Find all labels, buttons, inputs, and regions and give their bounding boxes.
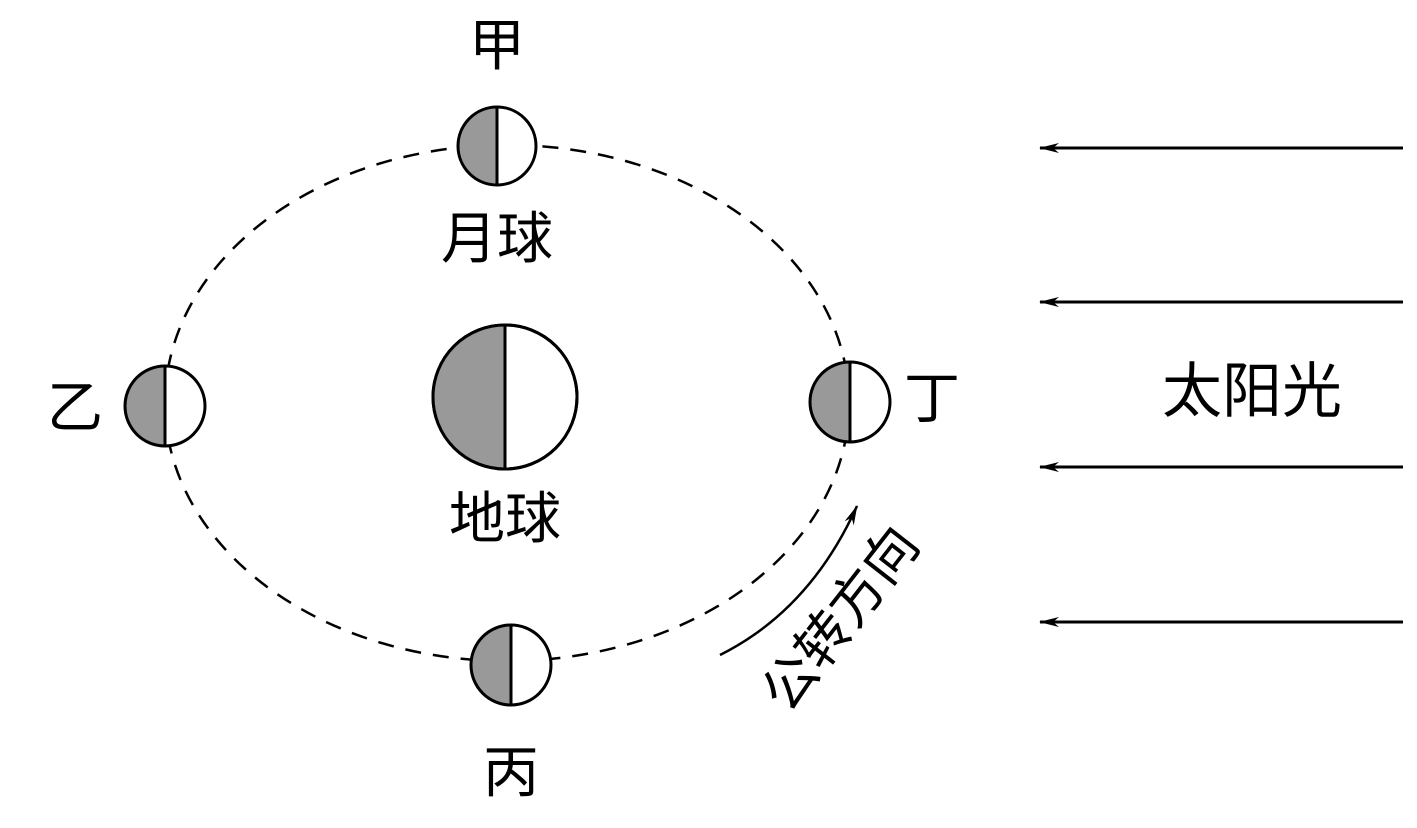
moon-yi — [123, 364, 207, 448]
label-yi: 乙 — [47, 376, 103, 441]
sunlight-arrows — [1039, 143, 1403, 627]
moon-ding — [808, 360, 892, 444]
label-earth: 地球 — [449, 487, 561, 552]
moon-bing — [469, 623, 553, 707]
label-moon: 月球 — [441, 207, 553, 272]
revolution-arrow — [719, 505, 859, 657]
label-sunlight: 太阳光 — [1162, 357, 1342, 427]
moon-jia — [456, 105, 538, 187]
label-jia: 甲 — [469, 14, 525, 79]
label-bing: 丙 — [483, 741, 539, 806]
earth — [431, 323, 579, 471]
label-ding: 丁 — [904, 367, 960, 432]
